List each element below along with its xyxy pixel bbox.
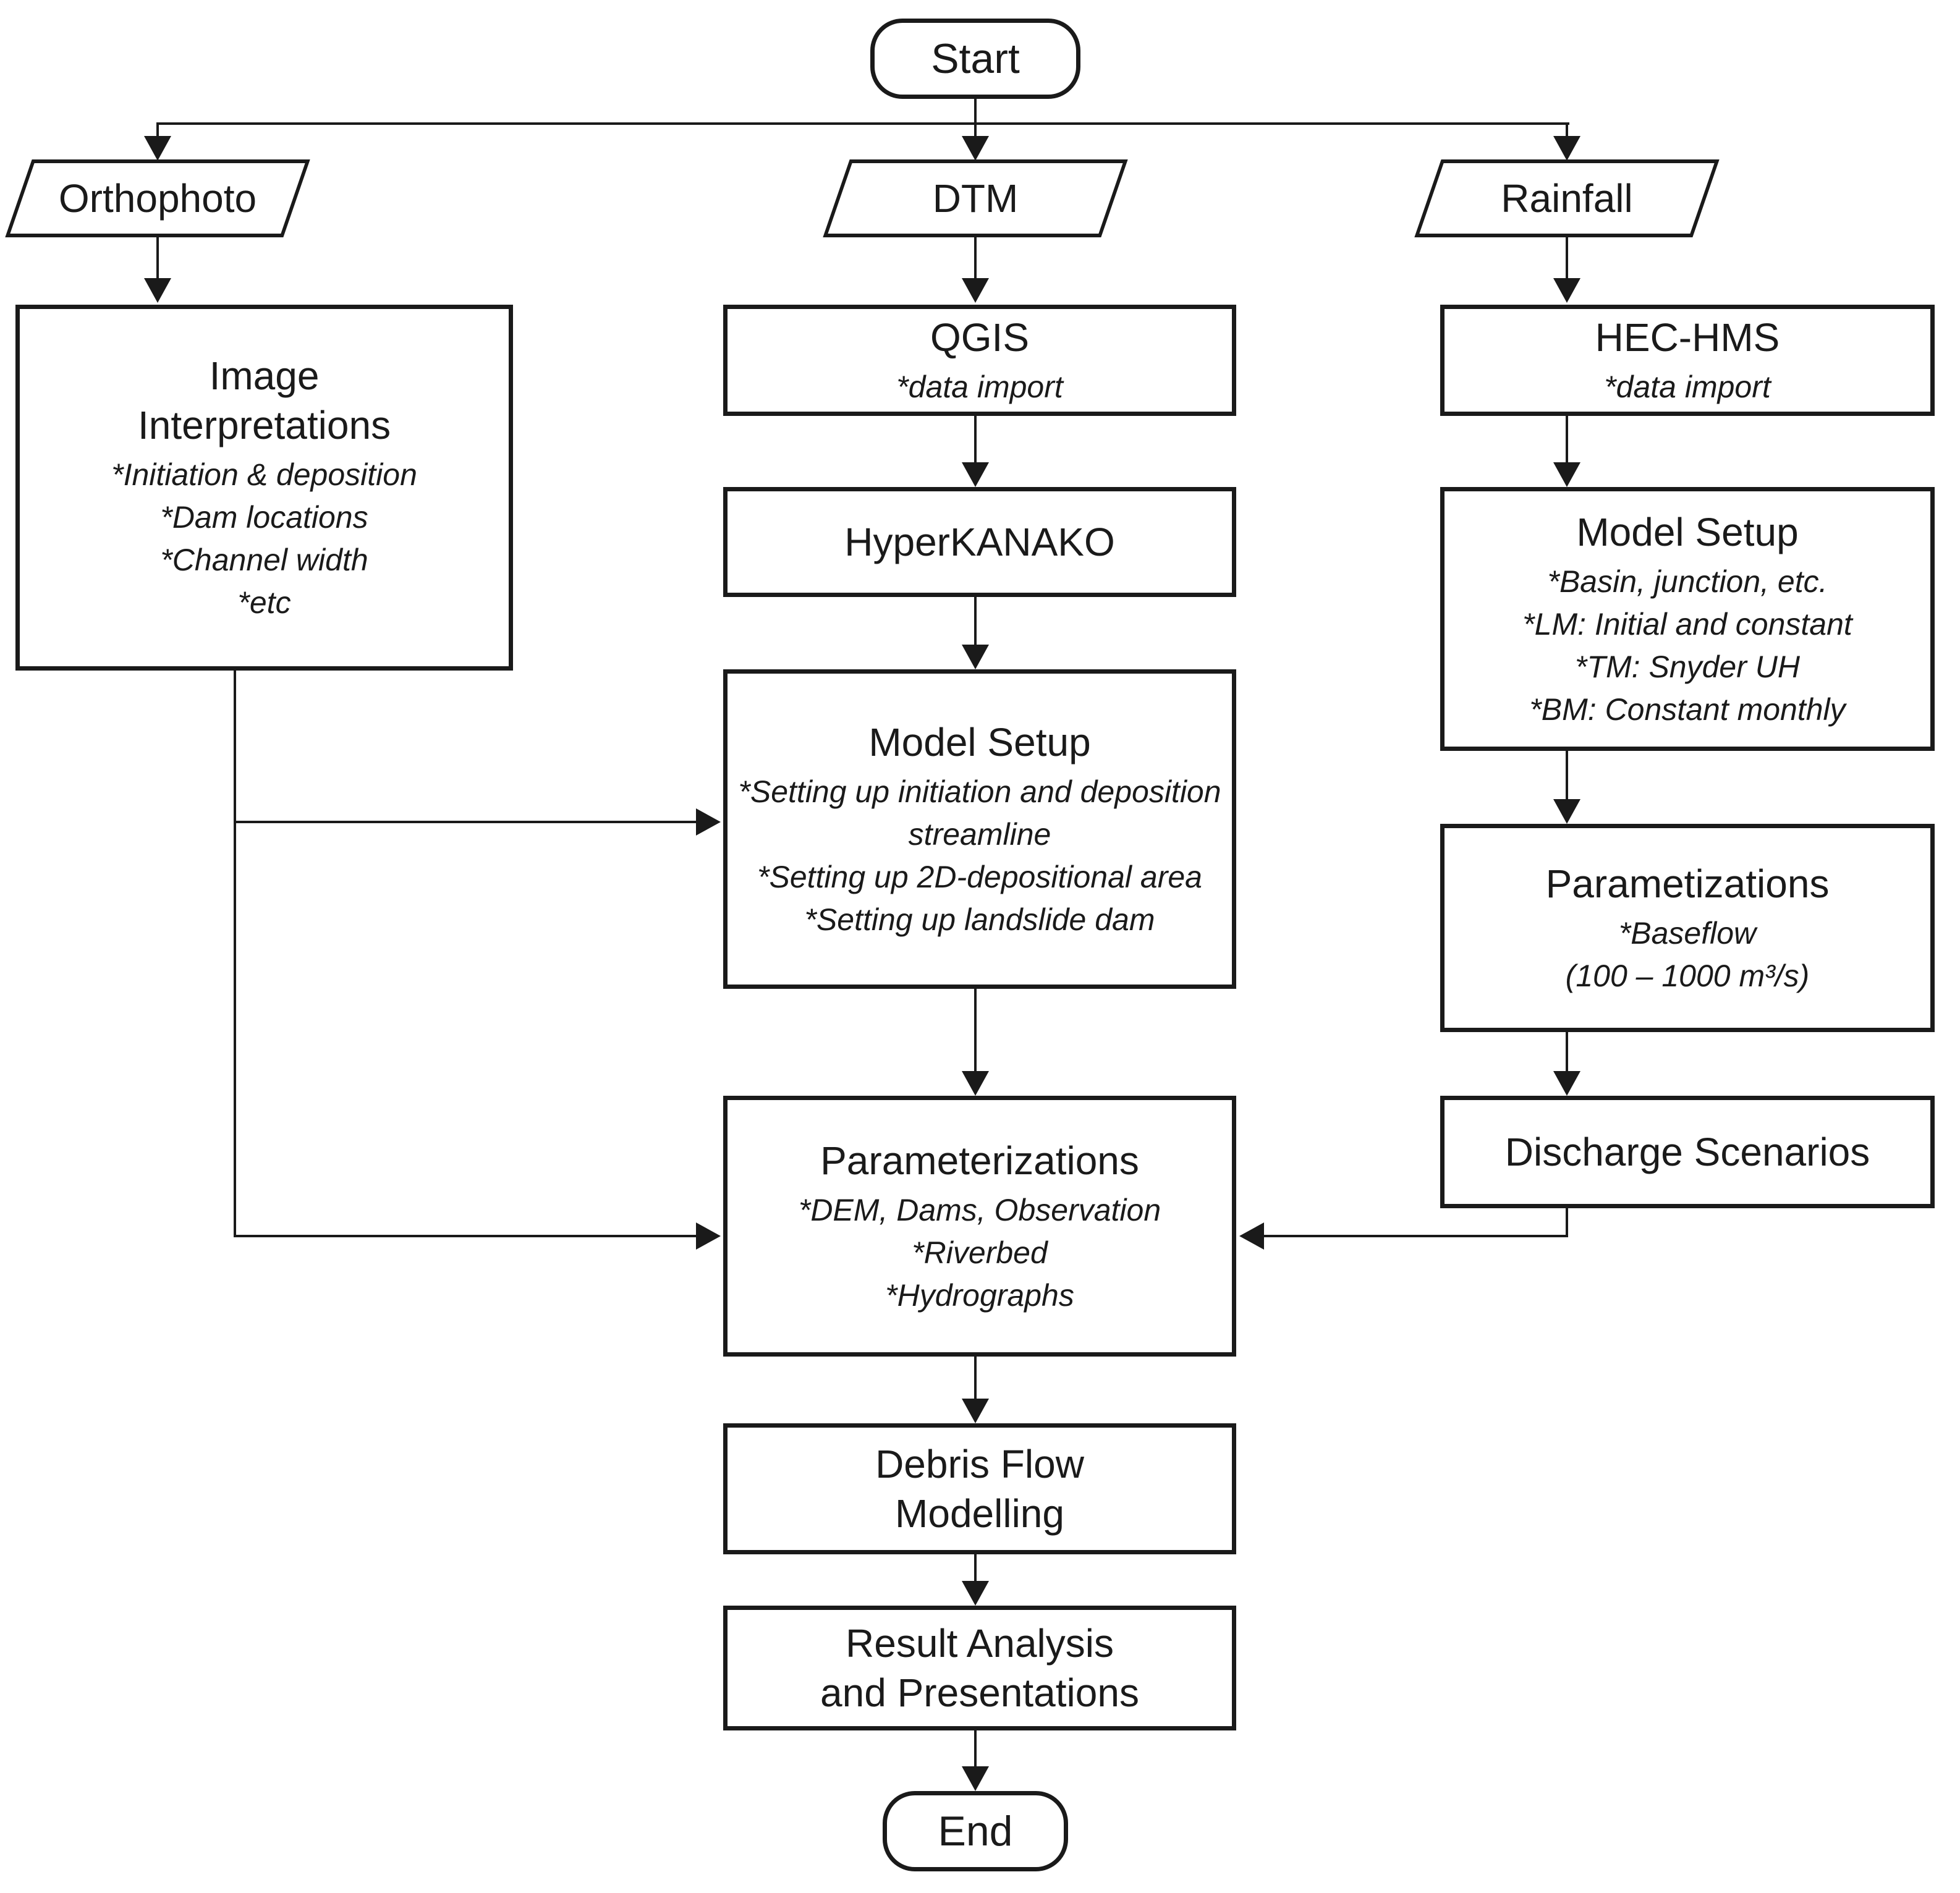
arrowhead-discharge-into-parameterizations <box>1239 1222 1264 1250</box>
connector-start-stem <box>974 99 977 137</box>
hec-hms-box: HEC-HMS *data import <box>1440 305 1935 416</box>
dtm-label: DTM <box>932 176 1019 221</box>
bullet: *Basin, junction, etc. <box>1547 564 1828 599</box>
model-setup-right-box: Model Setup *Basin, junction, etc. *LM: … <box>1440 487 1935 751</box>
bullet: *Initiation & deposition <box>111 457 417 492</box>
qgis-box: QGIS *data import <box>723 305 1236 416</box>
bullet: *data import <box>1604 369 1771 404</box>
model-setup-mid-title: Model Setup <box>868 719 1091 764</box>
parameterizations-mid-box: Parameterizations *DEM, Dams, Observatio… <box>723 1096 1236 1357</box>
connector-orthophoto-image <box>156 237 159 281</box>
model-setup-mid-bullets: *Setting up initiation and deposition st… <box>728 771 1232 941</box>
orthophoto-input: Orthophoto <box>5 159 310 237</box>
bullet: *Channel width <box>160 543 368 577</box>
qgis-bullets: *data import <box>896 366 1063 409</box>
arrowhead-into-dtm <box>962 136 989 161</box>
bullet: *LM: Initial and constant <box>1522 606 1852 642</box>
connector-drop-mid <box>974 122 977 137</box>
end-node: End <box>883 1791 1068 1871</box>
discharge-scenarios-title: Discharge Scenarios <box>1504 1130 1870 1174</box>
image-interpretations-box: Image Interpretations *Initiation & depo… <box>15 305 513 671</box>
bullet: *Setting up landslide dam <box>804 902 1155 937</box>
bullet: *BM: Constant monthly <box>1529 692 1846 727</box>
model-setup-right-bullets: *Basin, junction, etc. *LM: Initial and … <box>1522 561 1852 731</box>
arrowhead-into-parameterizations-mid <box>962 1071 989 1096</box>
bullet: *etc <box>237 585 291 620</box>
debris-flow-modelling-title: Debris Flow Modelling <box>875 1442 1084 1536</box>
start-label: Start <box>931 35 1020 82</box>
connector-splitter <box>156 122 1569 125</box>
parametizations-right-title: Parametizations <box>1545 861 1830 906</box>
orthophoto-label: Orthophoto <box>58 176 257 221</box>
bullet: *TM: Snyder UH <box>1575 649 1800 684</box>
parametizations-right-bullets: *Baseflow (100 – 1000 m³/s) <box>1566 912 1810 997</box>
connector-qgis-hyperkanako <box>974 415 977 464</box>
arrowhead-into-debris-flow <box>962 1399 989 1423</box>
arrowhead-into-parametizations-right <box>1553 799 1580 824</box>
bullet: *Setting up 2D-depositional area <box>757 859 1202 894</box>
bullet: *Setting up initiation and deposition st… <box>738 774 1221 852</box>
connector-discharge-left <box>1263 1235 1568 1237</box>
parametizations-right-box: Parametizations *Baseflow (100 – 1000 m³… <box>1440 824 1935 1032</box>
qgis-title: QGIS <box>930 315 1030 360</box>
end-label: End <box>938 1808 1013 1855</box>
bullet: *Baseflow <box>1618 915 1757 951</box>
arrowhead-image-into-modelsetup <box>696 808 721 836</box>
dtm-input: DTM <box>823 159 1128 237</box>
bullet: (100 – 1000 m³/s) <box>1565 958 1810 993</box>
model-setup-mid-box: Model Setup *Setting up initiation and d… <box>723 669 1236 989</box>
connector-result-end <box>974 1730 977 1768</box>
connector-parameterizations-debris <box>974 1357 977 1400</box>
bullet: *data import <box>896 369 1063 404</box>
arrowhead-into-hechms <box>1553 278 1580 303</box>
bullet: *DEM, Dams, Observation <box>798 1192 1161 1227</box>
bullet: *Dam locations <box>160 500 368 535</box>
arrowhead-into-qgis <box>962 278 989 303</box>
bullet: *Riverbed <box>912 1235 1048 1270</box>
result-analysis-title: Result Analysis and Presentations <box>820 1621 1139 1715</box>
bullet: *Hydrographs <box>885 1277 1074 1313</box>
arrowhead-into-end <box>962 1766 989 1791</box>
hec-hms-title: HEC-HMS <box>1595 315 1780 360</box>
arrowhead-into-modelsetup-mid <box>962 645 989 669</box>
arrowhead-image-into-parameterizations <box>696 1222 721 1250</box>
hec-hms-bullets: *data import <box>1604 366 1771 409</box>
rainfall-label: Rainfall <box>1501 176 1633 221</box>
arrowhead-into-modelsetup-right <box>1553 462 1580 487</box>
connector-image-to-modelsetup <box>234 821 697 823</box>
model-setup-right-title: Model Setup <box>1576 509 1799 554</box>
connector-dtm-qgis <box>974 237 977 281</box>
arrowhead-into-hyperkanako <box>962 462 989 487</box>
arrowhead-into-rainfall <box>1553 136 1580 161</box>
arrowhead-into-orthophoto <box>144 136 171 161</box>
rainfall-input: Rainfall <box>1414 159 1720 237</box>
parameterizations-mid-bullets: *DEM, Dams, Observation *Riverbed *Hydro… <box>799 1189 1161 1317</box>
connector-hechms-modelsetup-right <box>1566 415 1568 464</box>
connector-hyperkanako-modelsetup <box>974 597 977 646</box>
hyperkanako-title: HyperKANAKO <box>844 520 1115 564</box>
connector-drop-right <box>1566 122 1568 137</box>
connector-debris-result <box>974 1554 977 1582</box>
connector-image-trunk <box>234 671 236 1237</box>
hyperkanako-box: HyperKANAKO <box>723 487 1236 597</box>
connector-discharge-down <box>1566 1208 1568 1237</box>
connector-modelsetup-parameterizations <box>974 989 977 1072</box>
arrowhead-into-discharge <box>1553 1071 1580 1096</box>
arrowhead-into-image-interpretations <box>144 278 171 303</box>
connector-rainfall-hechms <box>1566 237 1568 281</box>
connector-image-to-parameterizations <box>234 1235 697 1237</box>
start-node: Start <box>870 19 1080 99</box>
connector-parametizations-discharge <box>1566 1032 1568 1072</box>
result-analysis-box: Result Analysis and Presentations <box>723 1606 1236 1730</box>
image-interpretations-title: Image Interpretations <box>137 354 391 447</box>
debris-flow-modelling-box: Debris Flow Modelling <box>723 1423 1236 1554</box>
arrowhead-into-result-analysis <box>962 1581 989 1606</box>
image-interpretations-bullets: *Initiation & deposition *Dam locations … <box>111 454 417 624</box>
connector-modelsetup-parametizations-right <box>1566 751 1568 800</box>
parameterizations-mid-title: Parameterizations <box>820 1138 1139 1183</box>
connector-drop-left <box>156 122 159 137</box>
discharge-scenarios-box: Discharge Scenarios <box>1440 1096 1935 1208</box>
